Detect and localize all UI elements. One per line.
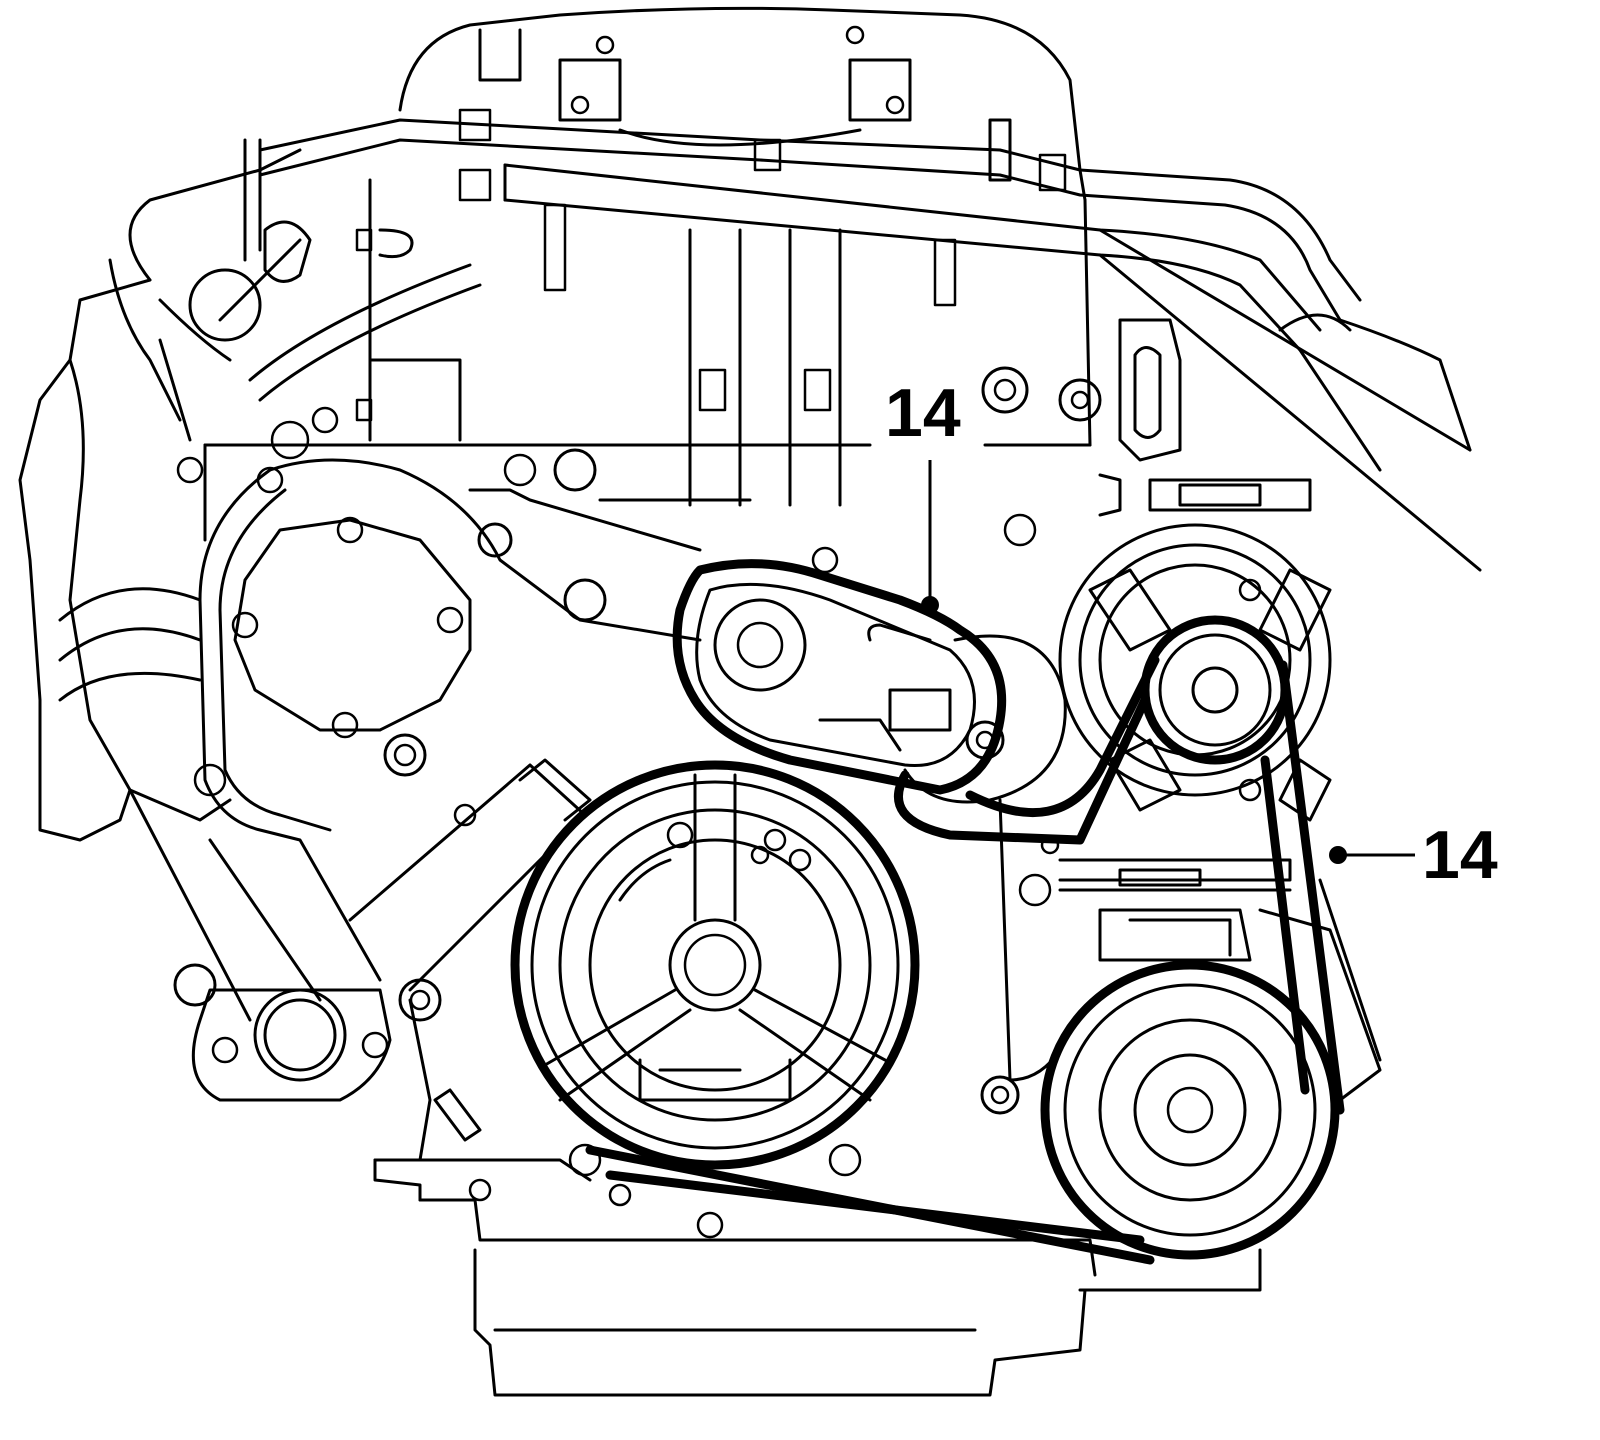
callout-leaders (921, 460, 1415, 864)
lower-left-assembly (128, 758, 592, 1162)
crankshaft-pulley (510, 760, 920, 1170)
tensioner-leader-dot (921, 596, 939, 614)
drive-belt (585, 655, 1345, 1265)
coolant-pipes (258, 108, 1482, 572)
engine-block-top (176, 178, 1182, 547)
left-manifold (18, 138, 482, 842)
belt-leader-dot (1329, 846, 1347, 864)
timing-cover (193, 458, 839, 982)
oil-pan (373, 1143, 1262, 1397)
alternator-pulley (1040, 878, 1382, 1260)
cylinder-head-outline (398, 6, 1087, 202)
belt-tensioner-callout-label: 14 (885, 375, 961, 451)
right-block (980, 798, 1292, 1115)
belt-tensioner (672, 559, 1067, 804)
drive-belt-callout-label: 14 (1422, 817, 1498, 893)
